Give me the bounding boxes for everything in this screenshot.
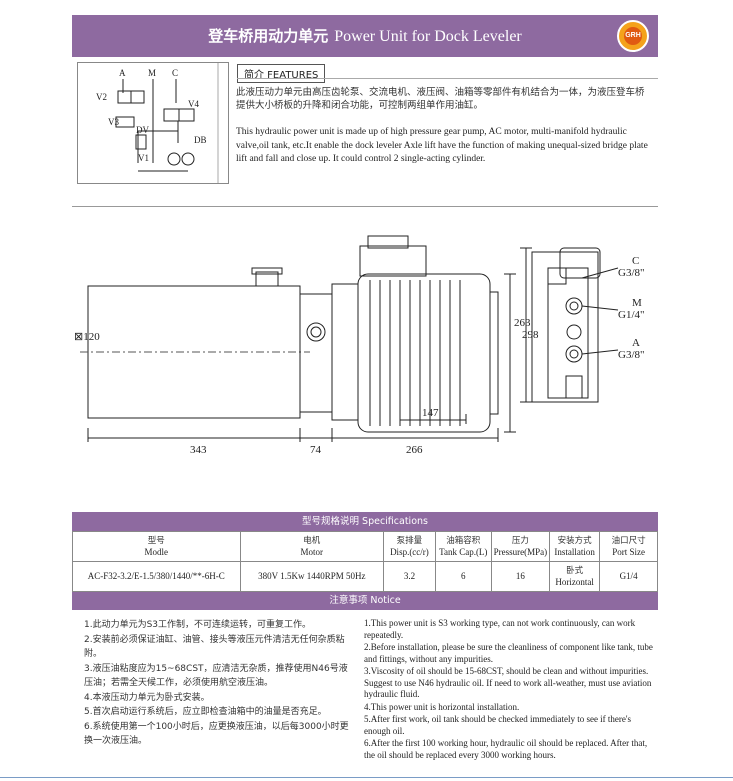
val-model: AC-F32-3.2/E-1.5/380/1440/**-6H-C [72,561,241,592]
dim-298: 298 [522,329,539,341]
dim-74: 74 [310,444,322,456]
note-en-3: 3.Viscosity of oil should be 15-68CST, s… [364,666,652,699]
dim-147: 147 [422,407,439,419]
header-bar [72,15,658,57]
page-title: 登车桥用动力单元 Power Unit for Dock Leveler [72,15,658,57]
spec-value-row: AC-F32-3.2/E-1.5/380/1440/**-6H-C 380V 1… [72,561,658,592]
note-cn-6: 6.系统使用第一个100小时后，应更换液压油，以后每3000小时更换一次液压油。 [84,721,349,747]
brand-logo: GRH [617,20,649,52]
label-v3: V3 [108,117,119,127]
note-cn-3: 3.液压油粘度应为15~68CST，应清洁无杂质，推荐使用N46号液压油；若需全… [84,663,348,689]
port-a-name: A [632,337,640,349]
port-a-size: G3/8" [618,349,645,361]
label-v4: V4 [188,99,199,109]
label-v1: V1 [138,153,149,163]
label-dv: DV [136,125,149,135]
title-en: Power Unit for Dock Leveler [334,28,522,45]
port-m-size: G1/4" [618,309,645,321]
features-divider [237,78,658,79]
note-en-1: 1.This power unit is S3 working type, ca… [364,618,636,640]
dim-263: 263 [514,317,531,329]
dim-266: 266 [406,444,423,456]
dimension-drawing: 343 74 266 147 263 298 ⊠120 C G3/8" M G1… [74,235,645,456]
features-text-en: This hydraulic power unit is made up of … [236,127,648,164]
val-port: G1/4 [599,561,658,592]
val-disp: 3.2 [383,561,436,592]
notice-bar: 注意事项 Notice [72,592,658,610]
label-m: M [148,68,156,78]
features-text-cn: 此液压动力单元由高压齿轮泵、交流电机、液压阀、油箱等零部件有机结合为一体，为液压… [236,87,645,111]
notes-en: 1.This power unit is S3 working type, ca… [364,618,658,762]
val-motor: 380V 1.5Kw 1440RPM 50Hz [239,561,385,592]
port-c-size: G3/8" [618,267,645,279]
dim-343: 343 [190,444,207,456]
val-tank: 6 [434,561,492,592]
val-pressure: 16 [490,561,551,592]
note-cn-2: 2.安装前必须保证油缸、油管、接头等液压元件清洁无任何杂质粘附。 [84,634,345,660]
note-en-4: 4.This power unit is horizontal installa… [364,701,520,712]
note-en-6: 6.After the first 100 working hour, hydr… [364,738,648,760]
label-c: C [172,68,178,78]
schematic-svg: A M C V2 V4 V3 DV DB V1 [96,63,219,183]
note-cn-4: 4.本液压动力单元为卧式安装。 [84,692,210,703]
logo-text: GRH [624,27,642,45]
label-db: DB [194,135,207,145]
port-m-name: M [632,297,642,309]
dim-120: ⊠120 [74,331,100,343]
note-en-2: 2.Before installation, please be sure th… [364,642,653,664]
section-divider [72,206,658,207]
notes-cn: 1.此动力单元为S3工作制，不可连续运转，可重复工作。 2.安装前必须保证油缸、… [84,618,354,749]
title-cn: 登车桥用动力单元 [208,27,329,45]
note-en-5: 5.After first work, oil tank should be c… [364,714,632,736]
features-tag: 简介 FEATURES [237,64,326,83]
spec-bar: 型号规格说明 Specifications [72,512,658,531]
hydraulic-schematic: A M C V2 V4 V3 DV DB V1 [77,62,229,184]
note-cn-5: 5.首次启动运行系统后，应立即检查油箱中的油量是否充足。 [84,707,327,717]
label-a: A [119,68,126,78]
label-v2: V2 [96,92,107,102]
port-c-name: C [632,255,639,267]
note-cn-1: 1.此动力单元为S3工作制，不可连续运转，可重复工作。 [84,620,312,630]
page-bottom-rule [0,777,733,778]
